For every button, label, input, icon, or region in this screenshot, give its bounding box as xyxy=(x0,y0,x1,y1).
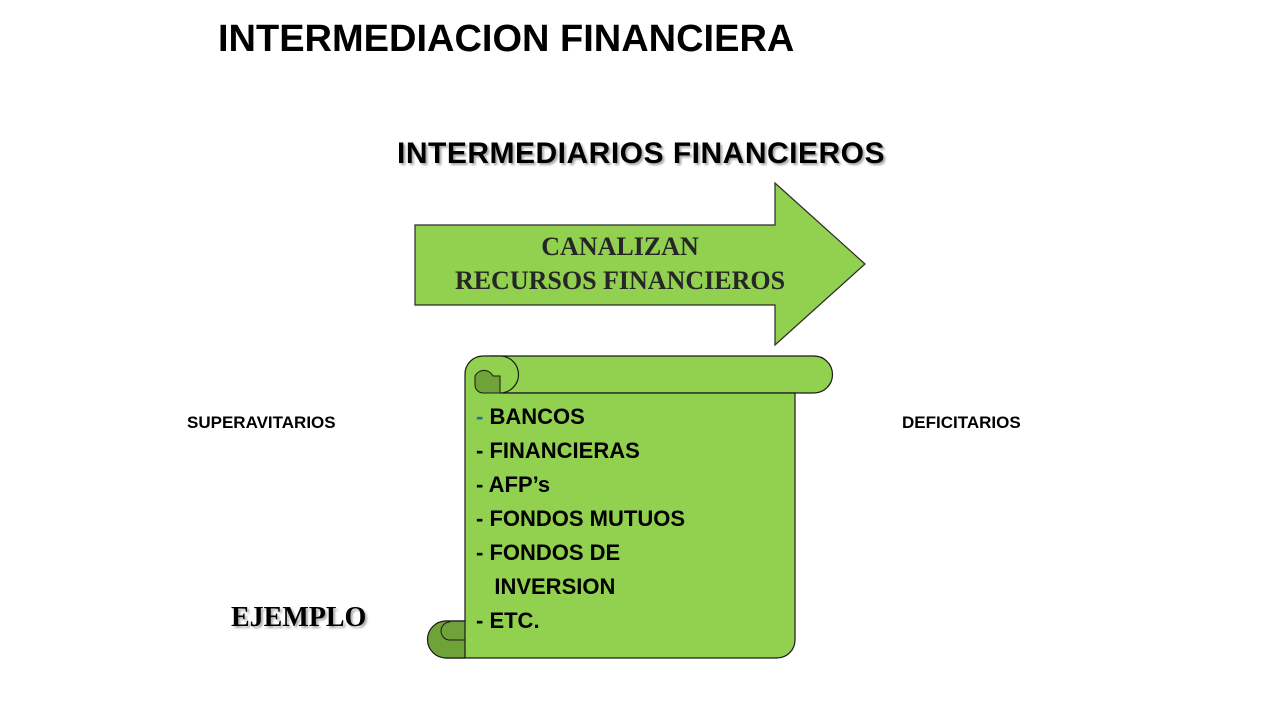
scroll-bottom-curl xyxy=(440,621,465,641)
slide-title: INTERMEDIACION FINANCIERA xyxy=(218,18,795,60)
list-item-text: ETC. xyxy=(483,608,540,633)
list-item: INVERSION xyxy=(476,570,685,604)
list-item-text: BANCOS xyxy=(483,404,585,429)
list-dash: - xyxy=(476,438,484,463)
label-deficitarios: DEFICITARIOS xyxy=(902,413,1021,432)
list-dash: - xyxy=(476,404,484,429)
label-superavitarios: SUPERAVITARIOS xyxy=(187,413,336,432)
intermediaries-list: - BANCOS - FINANCIERAS - AFP’s - FONDOS … xyxy=(476,400,685,638)
scroll-top-roll xyxy=(489,355,834,394)
list-item-text: INVERSION xyxy=(476,574,616,599)
list-item: - FONDOS MUTUOS xyxy=(476,502,685,536)
list-dash: - xyxy=(476,472,484,497)
scroll-shape xyxy=(426,355,834,659)
list-item-text: FONDOS MUTUOS xyxy=(483,506,685,531)
label-ejemplo: EJEMPLO xyxy=(231,602,367,633)
list-item-text: FONDOS DE xyxy=(483,540,621,565)
list-dash: - xyxy=(476,506,484,531)
arrow-shape xyxy=(414,181,866,347)
list-dash: - xyxy=(476,540,484,565)
scroll-top-curl xyxy=(474,369,501,394)
scroll-body xyxy=(444,355,796,659)
arrow-label-line2: RECURSOS FINANCIEROS xyxy=(454,266,786,295)
list-item: - ETC. xyxy=(476,604,685,638)
arrow-label-line1: CANALIZAN xyxy=(541,232,699,261)
subtitle: INTERMEDIARIOS FINANCIEROS xyxy=(397,137,886,170)
arrow-label: CANALIZAN RECURSOS FINANCIEROS xyxy=(412,230,828,298)
list-dash: - xyxy=(476,608,484,633)
list-item: - FONDOS DE xyxy=(476,536,685,570)
list-item: - BANCOS xyxy=(476,400,685,434)
list-item: - FINANCIERAS xyxy=(476,434,685,468)
list-item: - AFP’s xyxy=(476,468,685,502)
list-item-text: AFP’s xyxy=(483,472,551,497)
list-item-text: FINANCIERAS xyxy=(483,438,640,463)
